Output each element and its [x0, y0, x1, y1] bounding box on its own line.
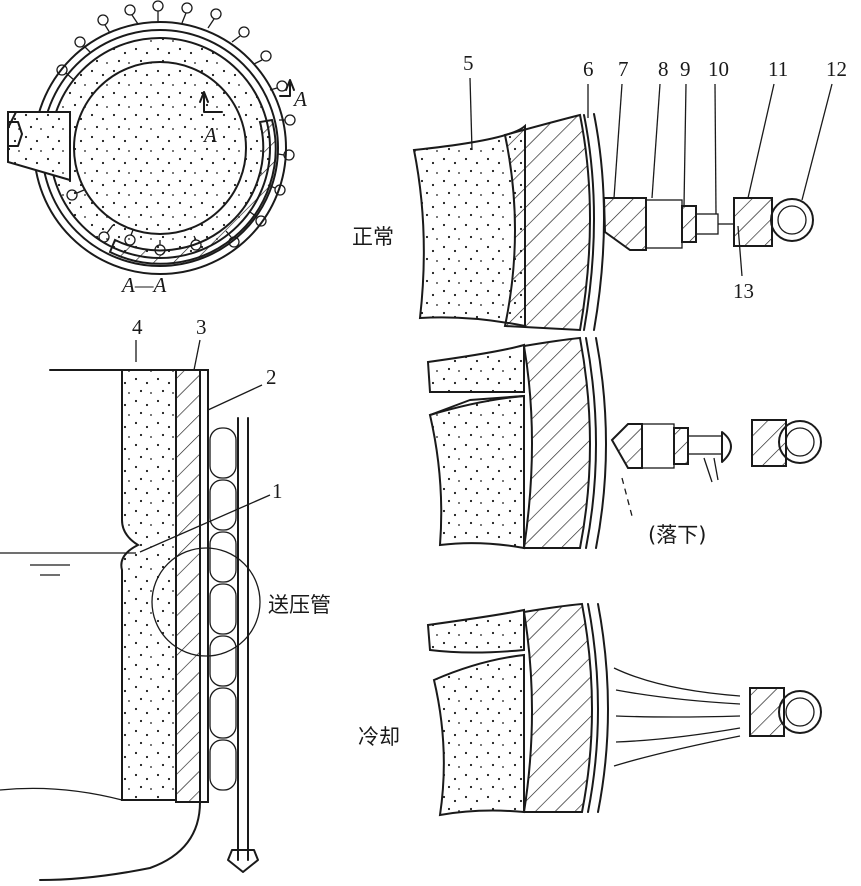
part-number-7: 7 [618, 57, 629, 81]
part-number-1: 1 [272, 479, 283, 503]
section-mark-2: A [292, 87, 307, 111]
lining-bottom-cooling [432, 653, 525, 817]
falling-arrow [703, 457, 719, 483]
part-number-8: 8 [658, 57, 669, 81]
lining-5-normal [412, 123, 526, 328]
part-11-normal [733, 197, 773, 247]
label-cooling: 冷却 [358, 725, 400, 749]
part-number-6: 6 [583, 57, 594, 81]
part-8-normal [645, 199, 683, 249]
elevation-shell-2 [199, 369, 209, 803]
plug-7-normal [602, 197, 647, 251]
part-number-2: 2 [266, 365, 277, 389]
part-9-normal [681, 205, 697, 243]
detail-circle [151, 547, 261, 657]
nozzle-12-normal [770, 198, 814, 242]
section-mark-1: A [202, 123, 217, 147]
ground-curve [0, 787, 123, 801]
plug-falling [610, 423, 643, 469]
label-pressure-pipe: 送压管 [268, 593, 331, 617]
section-arrow-2 [279, 79, 295, 97]
wall-6-normal [503, 113, 591, 332]
wall-cooling [522, 602, 593, 813]
spout-tip [7, 111, 23, 147]
hatched-segment [108, 118, 277, 265]
elevation-wall-3 [175, 369, 201, 803]
section-title: A—A [120, 273, 167, 297]
shell-cooling [587, 603, 609, 813]
falling-state-view: (落下) [426, 336, 822, 550]
part-10-normal [695, 213, 719, 235]
lining-top-falling [426, 343, 525, 394]
part-number-3: 3 [196, 315, 207, 339]
section-arrow-1 [199, 91, 223, 113]
normal-state-view: 5 6 7 8 9 10 11 12 13 正常 [352, 51, 847, 332]
label-falling: (落下) [648, 523, 706, 547]
bottom-curve [39, 801, 201, 881]
lining-top-cooling [426, 608, 525, 654]
tap-hole-spout [7, 111, 71, 182]
part-number-4: 4 [132, 315, 143, 339]
wall-falling [522, 336, 591, 550]
part-number-12: 12 [826, 57, 847, 81]
crack-falling [429, 395, 525, 416]
elevation-view [0, 339, 271, 881]
inner-bore [73, 61, 247, 235]
label-normal: 正常 [352, 225, 394, 249]
pipe-valve [227, 849, 259, 873]
part-number-13: 13 [733, 279, 754, 303]
cooling-tubes [209, 427, 237, 791]
part-number-5: 5 [463, 51, 474, 75]
part-number-11: 11 [768, 57, 788, 81]
nozzle-body-falling [751, 419, 787, 467]
lining-bottom-falling [428, 394, 525, 550]
cooling-jets [613, 667, 741, 767]
section-view: A A A—A [7, 0, 307, 297]
elevation-lining-4 [120, 369, 177, 801]
shell-falling [585, 337, 607, 549]
part-number-10: 10 [708, 57, 729, 81]
part-number-9: 9 [680, 57, 691, 81]
cooling-nozzles [56, 0, 296, 256]
cooling-state-view: 冷却 [358, 602, 822, 817]
